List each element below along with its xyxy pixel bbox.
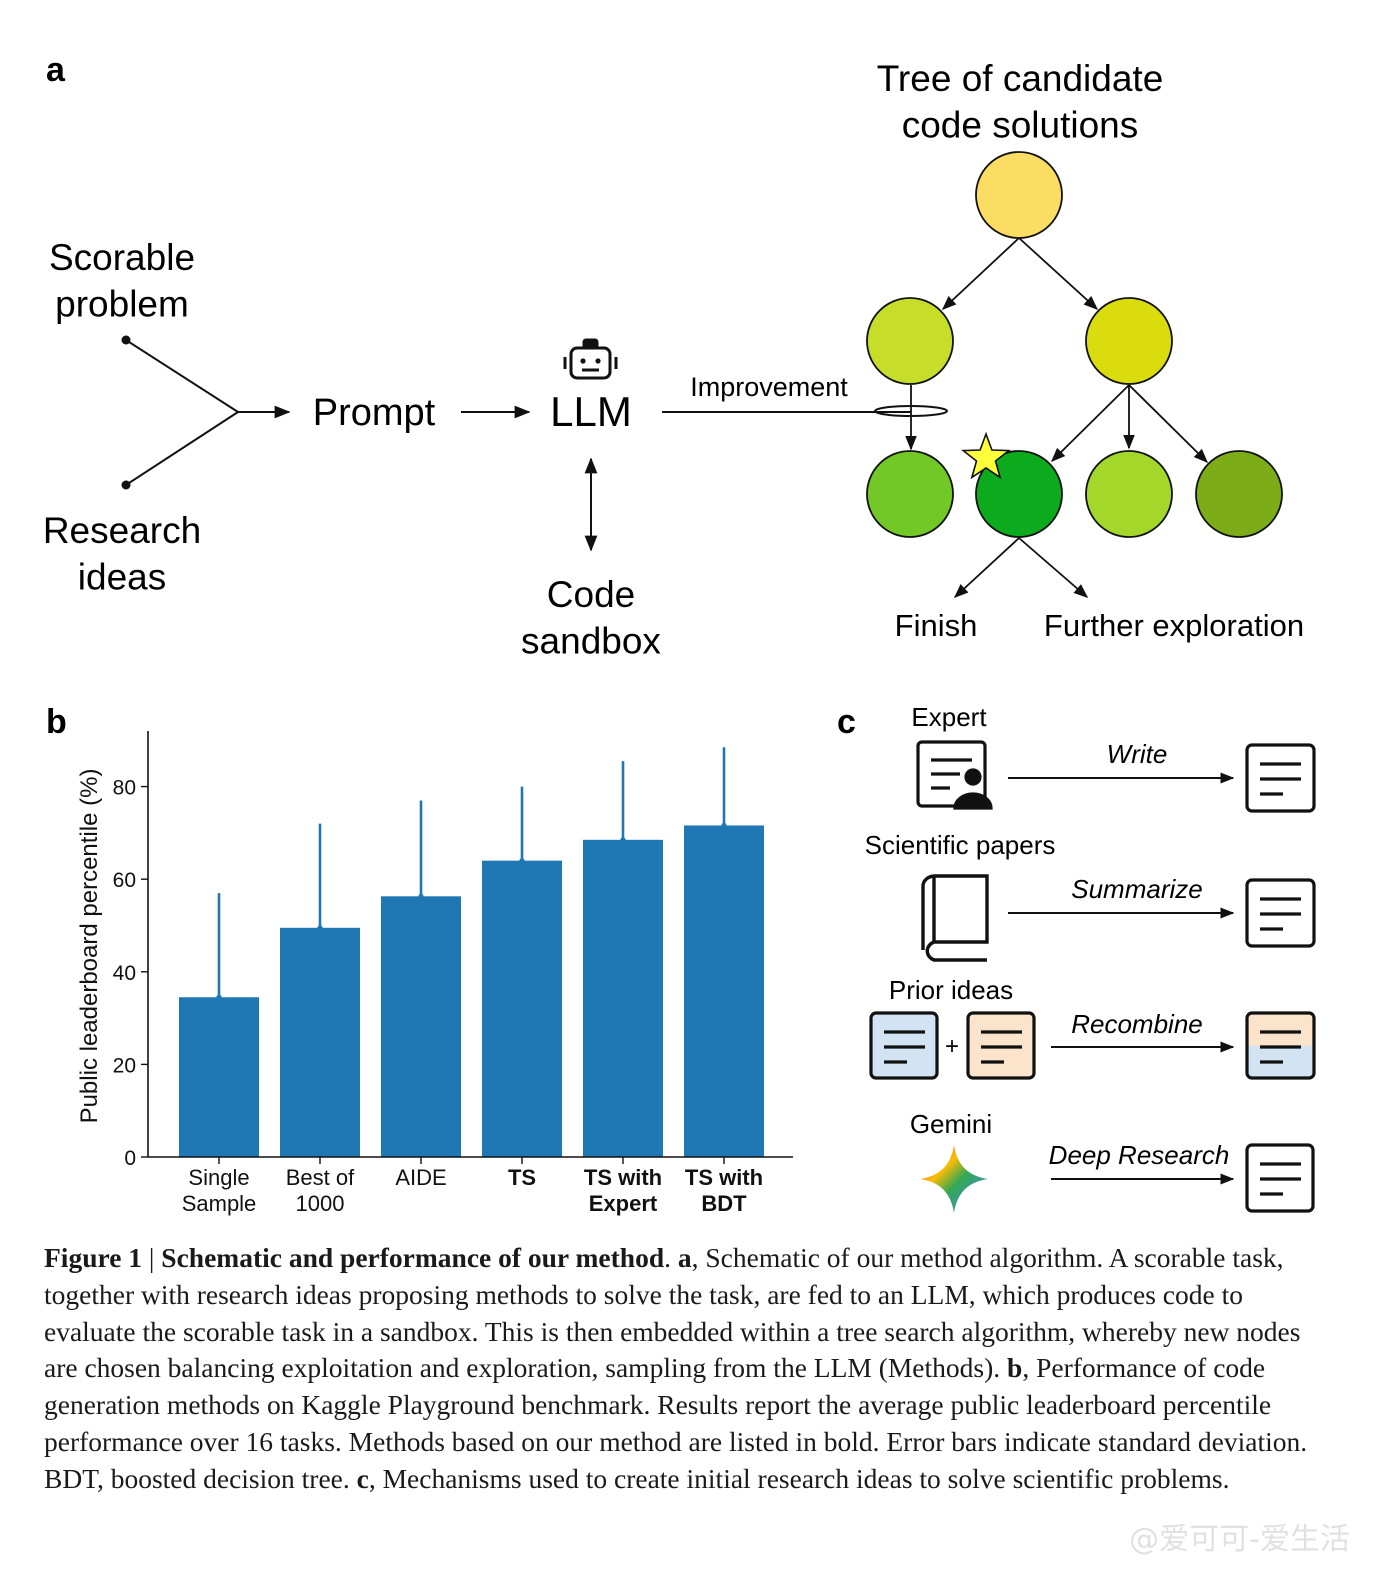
caption-c-text: , Mechanisms used to create initial rese…: [368, 1462, 1230, 1494]
deep-research-label: Deep Research: [1049, 1140, 1230, 1170]
figure-caption: Figure 1 | Schematic and performance of …: [44, 1242, 1308, 1494]
bar: [684, 825, 764, 1157]
tree-edges: [905, 237, 1209, 598]
tree-leaf-1: [866, 450, 954, 538]
llm-label: LLM: [550, 388, 632, 435]
y-tick-label: 40: [113, 962, 136, 985]
panel-c-mechanisms: c Expert Write Scientific papers Summari…: [837, 702, 1316, 1213]
error-bar-cap: [721, 822, 727, 829]
tree-leaf-4: [1195, 450, 1283, 538]
y-tick-label: 20: [113, 1054, 136, 1077]
tree-root-node: [975, 151, 1063, 239]
prompt-label: Prompt: [313, 392, 436, 434]
caption-c-label: c: [356, 1462, 369, 1494]
output-document-mixed-icon: [1245, 1011, 1316, 1080]
output-document-icon-4: [1245, 1143, 1315, 1213]
write-label: Write: [1107, 739, 1168, 769]
watermark-text: @爱可可-爱生活: [1129, 1522, 1350, 1557]
error-bar-cap: [216, 994, 222, 1000]
panel-a-letter: a: [46, 51, 66, 89]
caption-b-label: b: [1007, 1352, 1023, 1384]
x-tick-label: AIDE: [395, 1165, 446, 1190]
bar: [280, 927, 360, 1157]
robot-icon: [563, 338, 618, 380]
error-bar-cap: [317, 925, 323, 931]
y-tick-label: 60: [113, 869, 136, 892]
caption-figure-label: Figure 1: [44, 1242, 143, 1273]
expert-document-icon: [916, 740, 993, 810]
x-tick-label: TS: [508, 1165, 536, 1190]
prior-ideas-label: Prior ideas: [889, 975, 1013, 1005]
tree-leaf-3: [1085, 450, 1173, 538]
gemini-sparkle-icon: [920, 1145, 988, 1213]
book-icon: [921, 874, 989, 962]
merge-line-top: [125, 339, 239, 413]
panel-b-bar-chart: b Public leaderboard percentile (%) 0 20 4…: [46, 703, 793, 1216]
summarize-label: Summarize: [1071, 874, 1202, 904]
tree-node-level1-left: [866, 297, 954, 385]
chart-ylabel: Public leaderboard percentile (%): [76, 769, 103, 1124]
gemini-label: Gemini: [910, 1109, 992, 1139]
error-bar-cap: [418, 893, 424, 899]
panel-b-letter: b: [46, 703, 67, 741]
error-bar-cap: [620, 837, 626, 843]
y-tick-label: 80: [113, 777, 136, 800]
bar: [482, 860, 562, 1157]
bar: [179, 997, 259, 1157]
caption-title: Schematic and performance of our method: [161, 1242, 665, 1273]
bar: [381, 896, 461, 1157]
caption-a-label: a: [677, 1242, 692, 1273]
star-icon: [960, 431, 1012, 480]
scientific-papers-label: Scientific papers: [865, 830, 1056, 860]
y-tick-label: 0: [124, 1147, 136, 1170]
caption-a-text: , Schematic of our method algorithm. A s…: [44, 1242, 1301, 1384]
further-exploration-label: Further exploration: [1044, 608, 1304, 643]
tree-node-level1-right: [1085, 297, 1173, 385]
bar: [583, 839, 663, 1157]
expert-label: Expert: [911, 702, 987, 732]
error-bar-cap: [519, 858, 525, 864]
output-document-icon-1: [1245, 743, 1316, 813]
finish-label: Finish: [895, 608, 978, 643]
caption-separator: |: [142, 1242, 162, 1273]
output-document-icon-2: [1245, 878, 1316, 948]
panel-c-letter: c: [837, 703, 856, 741]
caption-b-text: , Performance of code generation methods…: [44, 1352, 1308, 1494]
improvement-label: Improvement: [690, 372, 848, 402]
merge-line-bottom: [125, 411, 239, 486]
recombine-label: Recombine: [1071, 1009, 1203, 1039]
plus-sign: +: [945, 1033, 959, 1060]
documents-recombine-icon: +: [869, 1011, 1036, 1080]
